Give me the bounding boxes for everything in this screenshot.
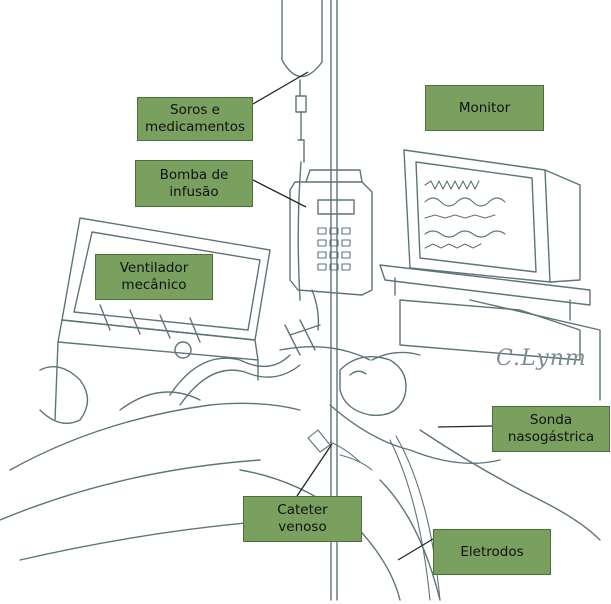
label-bomba: Bomba de infusão bbox=[135, 160, 253, 207]
label-sonda-line2: nasogástrica bbox=[507, 429, 595, 445]
label-bomba-line2: infusão bbox=[169, 183, 219, 200]
label-ventilador-line2: mecânico bbox=[121, 277, 187, 293]
label-eletrodos: Eletrodos bbox=[433, 529, 551, 575]
label-ventilador-line1: Ventilador bbox=[119, 260, 189, 276]
label-cateter: Cateter venoso bbox=[243, 496, 362, 542]
label-monitor-line1: Monitor bbox=[458, 99, 511, 116]
label-bomba-line1: Bomba de bbox=[159, 166, 229, 183]
lines bbox=[307, 429, 441, 601]
label-soros-line1: Soros e bbox=[170, 102, 220, 118]
iv-bag bbox=[281, 0, 323, 301]
label-cateter-line2: venoso bbox=[278, 519, 327, 535]
label-sonda: Sonda nasogástrica bbox=[492, 406, 610, 452]
label-soros-line2: medicamentos bbox=[144, 119, 246, 135]
label-ventilador: Ventilador mecânico bbox=[95, 254, 213, 300]
ventilator-tubing bbox=[119, 319, 321, 411]
infusion-pump bbox=[289, 169, 373, 331]
label-monitor: Monitor bbox=[425, 85, 544, 131]
monitor-screen bbox=[379, 149, 591, 361]
ventilator bbox=[39, 217, 271, 424]
label-sonda-line1: Sonda bbox=[529, 412, 573, 428]
label-eletrodos-line1: Eletrodos bbox=[460, 543, 524, 560]
label-soros: Soros e medicamentos bbox=[137, 97, 253, 141]
patient bbox=[279, 346, 501, 464]
artist-signature: C.Lynm bbox=[496, 346, 587, 371]
label-cateter-line1: Cateter bbox=[277, 502, 328, 518]
pointer-lines bbox=[252, 71, 493, 561]
